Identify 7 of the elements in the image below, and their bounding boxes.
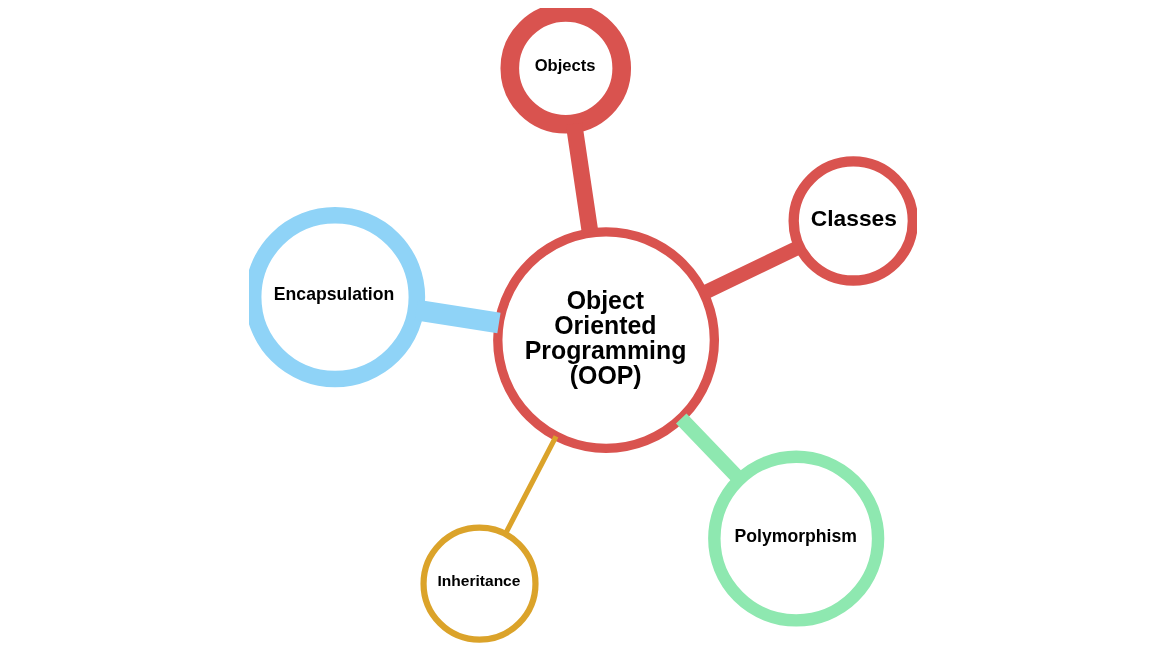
node-circle: Polymorphism [707, 450, 884, 627]
node-circle: Object Oriented Programming (OOP) [492, 227, 719, 454]
node-circle: Inheritance [419, 524, 539, 643]
node-circle: Encapsulation [248, 206, 425, 388]
node-circle: Objects [499, 8, 631, 134]
node-circle: Classes [788, 156, 917, 286]
connector [502, 435, 558, 536]
